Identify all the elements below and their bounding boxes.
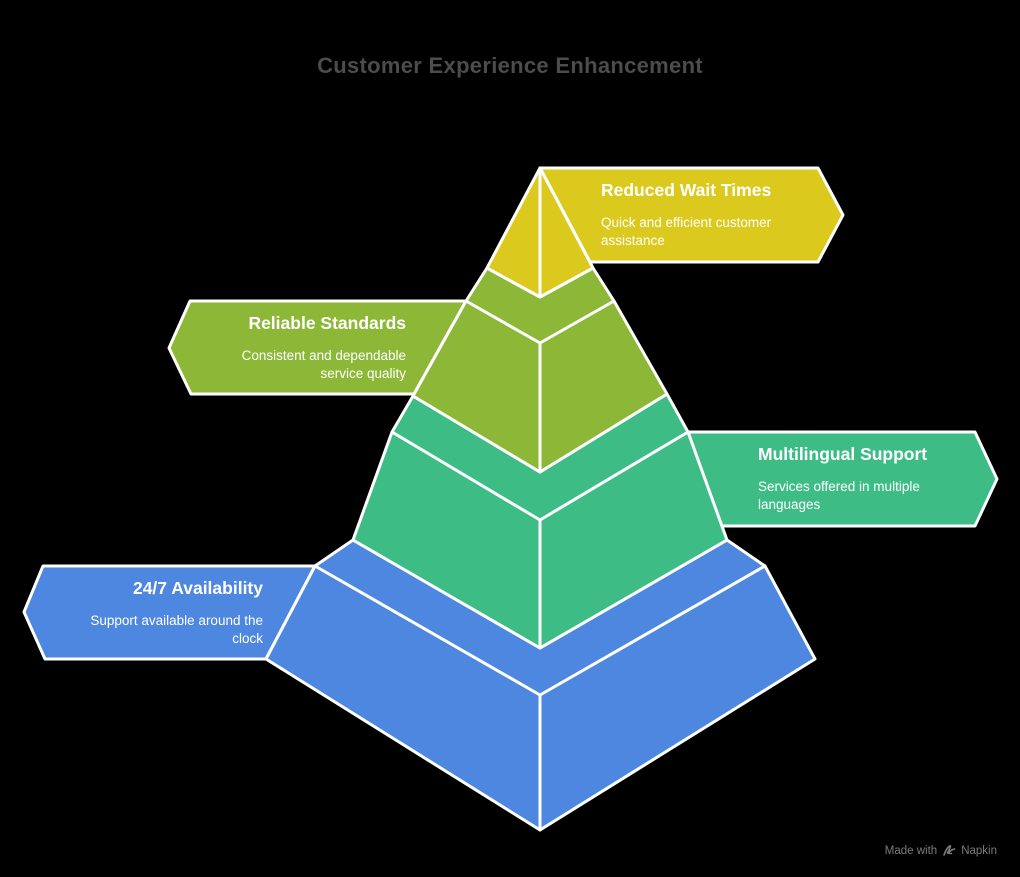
level-4-banner-label: 24/7 Availability Support available arou…: [61, 578, 263, 647]
pyramid-group: [22, 166, 999, 832]
level-4-title: 24/7 Availability: [132, 578, 263, 598]
diagram-title: Customer Experience Enhancement: [317, 53, 703, 78]
napkin-logo-icon: [943, 845, 956, 856]
level-4-description: Support available around the clock: [90, 613, 263, 646]
level-1-title: Reduced Wait Times: [601, 180, 772, 200]
level-3-banner-label: Multilingual Support Services offered in…: [758, 444, 968, 513]
level-3-description: Services offered in multiple languages: [758, 479, 920, 512]
watermark: Made with Napkin: [885, 844, 997, 857]
level-3-title: Multilingual Support: [758, 444, 928, 464]
level-1-description: Quick and efficient customer assistance: [601, 215, 772, 248]
watermark-brand-text: Napkin: [961, 844, 997, 857]
level-2-banner-label: Reliable Standards Consistent and depend…: [206, 313, 406, 382]
watermark-made-with-text: Made with: [884, 844, 938, 857]
level-1-banner-label: Reduced Wait Times Quick and efficient c…: [601, 180, 817, 249]
level-2-description: Consistent and dependable service qualit…: [241, 348, 406, 381]
level-2-title: Reliable Standards: [248, 313, 406, 333]
